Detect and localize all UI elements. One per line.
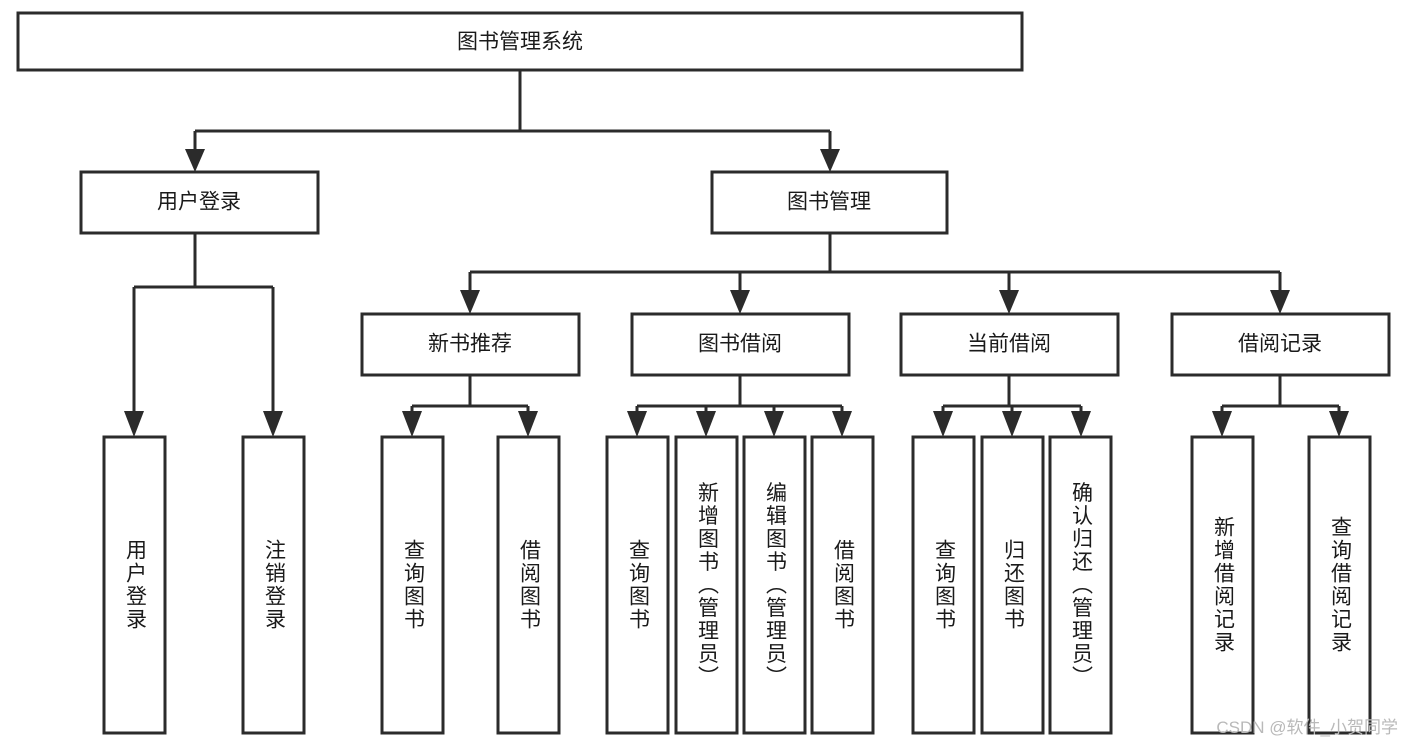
node-leaf-borrow-book-1-label: 借阅图书 bbox=[517, 539, 541, 631]
node-leaf-return-book-box[interactable] bbox=[980, 435, 1045, 735]
node-leaf-add-record[interactable]: 新增借阅记录 bbox=[1190, 435, 1255, 735]
arrow-leaf-return-book-icon bbox=[1002, 411, 1022, 437]
node-leaf-edit-book[interactable]: 编辑图书（管理员） bbox=[742, 435, 807, 735]
node-leaf-logout-box[interactable] bbox=[241, 435, 306, 735]
arrow-to-book-borrow-icon bbox=[730, 290, 750, 314]
node-new-book-recommend-box[interactable] bbox=[360, 312, 581, 377]
node-leaf-borrow-book-2-box[interactable] bbox=[810, 435, 875, 735]
node-book-management-box[interactable] bbox=[710, 170, 949, 235]
node-leaf-query-book-2[interactable]: 查询图书 bbox=[605, 435, 670, 735]
node-book-management[interactable]: 图书管理 bbox=[710, 170, 949, 235]
arrow-leaf-borrow-book-2-icon bbox=[832, 411, 852, 437]
watermark-text: CSDN @软件_小贺同学 bbox=[1216, 718, 1398, 737]
node-user-login-label: 用户登录 bbox=[157, 191, 241, 214]
node-leaf-confirm-return-label: 确认归还（管理员） bbox=[1069, 482, 1093, 689]
node-current-borrow-box[interactable] bbox=[899, 312, 1120, 377]
node-borrow-record-label: 借阅记录 bbox=[1238, 333, 1322, 356]
node-leaf-query-record-label: 查询借阅记录 bbox=[1328, 516, 1352, 654]
node-leaf-borrow-book-2[interactable]: 借阅图书 bbox=[810, 435, 875, 735]
node-user-login-box[interactable] bbox=[79, 170, 320, 235]
node-leaf-query-book-3-label: 查询图书 bbox=[932, 539, 956, 631]
node-book-borrow-box[interactable] bbox=[630, 312, 851, 377]
node-leaf-query-book-2-box[interactable] bbox=[605, 435, 670, 735]
node-leaf-query-record-box[interactable] bbox=[1307, 435, 1372, 735]
node-leaf-borrow-book-1[interactable]: 借阅图书 bbox=[496, 435, 561, 735]
node-leaf-add-book-label: 新增图书（管理员） bbox=[695, 482, 719, 689]
node-leaf-query-book-1-box[interactable] bbox=[380, 435, 445, 735]
arrow-leaf-add-book-icon bbox=[696, 411, 716, 437]
node-leaf-query-book-1[interactable]: 查询图书 bbox=[380, 435, 445, 735]
node-leaf-query-book-3[interactable]: 查询图书 bbox=[911, 435, 976, 735]
node-leaf-return-book-label: 归还图书 bbox=[1001, 539, 1025, 631]
node-root-label: 图书管理系统 bbox=[457, 31, 583, 54]
arrow-leaf-add-record-icon bbox=[1212, 411, 1232, 437]
node-leaf-add-book[interactable]: 新增图书（管理员） bbox=[674, 435, 739, 735]
arrow-to-current-borrow-icon bbox=[999, 290, 1019, 314]
node-leaf-return-book[interactable]: 归还图书 bbox=[980, 435, 1045, 735]
arrow-to-borrow-record-icon bbox=[1270, 290, 1290, 314]
arrow-leaf-edit-book-icon bbox=[764, 411, 784, 437]
node-user-login[interactable]: 用户登录 bbox=[79, 170, 320, 235]
node-new-book-recommend[interactable]: 新书推荐 bbox=[360, 312, 581, 377]
node-leaf-query-book-3-box[interactable] bbox=[911, 435, 976, 735]
node-current-borrow-label: 当前借阅 bbox=[967, 333, 1051, 356]
node-borrow-record-box[interactable] bbox=[1170, 312, 1391, 377]
node-borrow-record[interactable]: 借阅记录 bbox=[1170, 312, 1391, 377]
arrow-leaf-query-record-icon bbox=[1329, 411, 1349, 437]
node-root[interactable]: 图书管理系统 bbox=[16, 11, 1024, 72]
arrow-leaf-borrow-book-1-icon bbox=[518, 411, 538, 437]
node-leaf-logout-label: 注销登录 bbox=[262, 539, 286, 631]
node-leaf-borrow-book-1-box[interactable] bbox=[496, 435, 561, 735]
node-current-borrow[interactable]: 当前借阅 bbox=[899, 312, 1120, 377]
node-leaf-borrow-book-2-label: 借阅图书 bbox=[831, 539, 855, 631]
arrow-to-book-management-icon bbox=[820, 149, 840, 172]
node-leaf-add-record-box[interactable] bbox=[1190, 435, 1255, 735]
node-book-borrow[interactable]: 图书借阅 bbox=[630, 312, 851, 377]
arrow-leaf-query-book-1-icon bbox=[402, 411, 422, 437]
node-leaf-logout[interactable]: 注销登录 bbox=[241, 435, 306, 735]
arrow-leaf-logout-icon bbox=[263, 411, 283, 437]
node-new-book-recommend-label: 新书推荐 bbox=[428, 333, 512, 356]
connector-group bbox=[124, 70, 1349, 437]
node-leaf-user-login-box[interactable] bbox=[102, 435, 167, 735]
node-book-borrow-label: 图书借阅 bbox=[698, 333, 782, 356]
node-leaf-query-record[interactable]: 查询借阅记录 bbox=[1307, 435, 1372, 735]
node-leaf-confirm-return-box[interactable] bbox=[1048, 435, 1113, 735]
node-leaf-add-book-box[interactable] bbox=[674, 435, 739, 735]
node-leaf-edit-book-box[interactable] bbox=[742, 435, 807, 735]
node-leaf-query-book-1-label: 查询图书 bbox=[401, 539, 425, 631]
node-leaf-user-login[interactable]: 用户登录 bbox=[102, 435, 167, 735]
arrow-to-new-book-recommend-icon bbox=[460, 290, 480, 314]
node-leaf-add-record-label: 新增借阅记录 bbox=[1211, 516, 1235, 654]
arrow-leaf-query-book-3-icon bbox=[933, 411, 953, 437]
node-leaf-query-book-2-label: 查询图书 bbox=[626, 539, 650, 631]
arrow-leaf-user-login-icon bbox=[124, 411, 144, 437]
node-book-management-label: 图书管理 bbox=[787, 191, 871, 214]
node-leaf-confirm-return[interactable]: 确认归还（管理员） bbox=[1048, 435, 1113, 735]
node-leaf-edit-book-label: 编辑图书（管理员） bbox=[763, 482, 787, 689]
arrow-leaf-confirm-return-icon bbox=[1071, 411, 1091, 437]
arrow-leaf-query-book-2-icon bbox=[627, 411, 647, 437]
arrow-to-user-login-icon bbox=[185, 149, 205, 172]
node-root-box[interactable] bbox=[16, 11, 1024, 72]
node-leaf-user-login-label: 用户登录 bbox=[123, 539, 147, 631]
